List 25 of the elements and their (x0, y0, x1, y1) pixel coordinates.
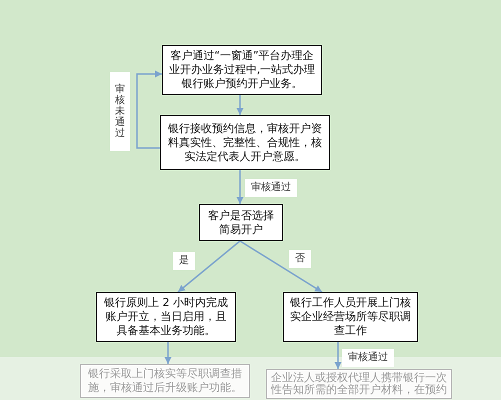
box-text: 银行原则上 2 小时内完成账户开立，当日启用，且具备基本业务功能。 (103, 296, 229, 338)
box-text: 银行接收预约信息，审核开户资料真实性、完整性、合规性，核实法定代表人开户意愿。 (167, 122, 323, 164)
arrow (178, 240, 240, 293)
arrow (236, 95, 244, 115)
edge-label: 审核通过 (245, 179, 297, 197)
process-box (283, 292, 418, 342)
box-text: 客户是否选择简易开户 (207, 208, 275, 236)
box-text: 银行工作人员开展上门核实企业经营场所等尽职调查工作 (289, 296, 412, 338)
edge-label: 是 (173, 252, 195, 270)
arrow (334, 342, 342, 369)
box-text: 客户通过“一窗通”平台办理企业开办业务过程中,一站式办理银行账户预约开户业务。 (168, 49, 316, 91)
box-text: 企业法人或授权代理人携带银行一次性告知所需的全部开户材料，在预约 (270, 372, 448, 396)
decision-box (199, 204, 283, 241)
arrow (164, 342, 172, 364)
arrow (136, 70, 162, 149)
arrow (236, 170, 244, 204)
box-text: 银行采取上门核实等尽职调查措施，审核通过后升级账户功能。 (87, 367, 243, 395)
process-box (162, 45, 322, 95)
process-box (80, 364, 250, 398)
arrow (240, 240, 322, 293)
edge-label: 审核通过 (342, 349, 394, 367)
edge-label: 审核未通过 (110, 72, 130, 151)
edge-label: 否 (289, 250, 311, 268)
process-box (160, 115, 330, 170)
process-box (96, 292, 236, 342)
